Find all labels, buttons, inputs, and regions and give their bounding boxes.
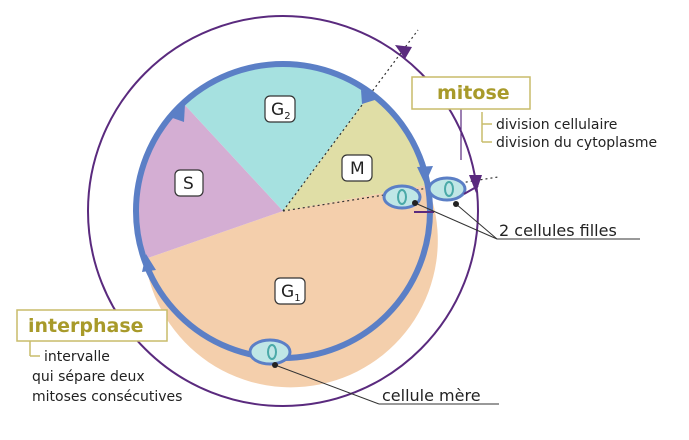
interphase-box: interphase	[16, 309, 168, 357]
cell-icon	[382, 184, 434, 213]
mitose-box: mitose	[411, 76, 531, 160]
phase-label-g1: G1	[274, 277, 306, 305]
outer-cycle-ring	[87, 15, 479, 407]
arrow-head-icon	[361, 90, 378, 104]
arrow-head-icon	[395, 45, 412, 59]
mother-cell-label: cellule mère	[382, 386, 481, 405]
interphase-description: intervalle qui sépare deux mitoses consé…	[32, 349, 182, 405]
svg-text:M: M	[350, 159, 365, 179]
svg-text:mitoses consécutives: mitoses consécutives	[32, 389, 182, 405]
phase-label-g2: G2	[264, 95, 296, 123]
arrow-head-icon	[142, 254, 156, 272]
svg-text:qui sépare deux: qui sépare deux	[32, 369, 145, 385]
svg-text:G2: G2	[271, 100, 291, 122]
nucleus-icon	[397, 189, 407, 205]
daughter-cells-label: 2 cellules filles	[499, 221, 617, 240]
mitose-items: division cellulaire division du cytoplas…	[481, 112, 657, 151]
nucleus-icon	[267, 344, 277, 360]
cell-icon	[248, 338, 292, 366]
svg-text:intervalle: intervalle	[44, 349, 110, 365]
phase-label-m: M	[341, 154, 373, 182]
arrow-head-icon	[167, 104, 185, 122]
cell-icon	[427, 176, 479, 202]
arrow-head-icon	[469, 175, 482, 193]
daughter-cells-leader	[412, 200, 640, 240]
arrow-head-icon	[417, 166, 433, 184]
mitose-item-cell-division: division cellulaire	[496, 117, 617, 133]
phase-sectors	[137, 64, 438, 388]
svg-text:G1: G1	[281, 282, 301, 304]
mitose-title: mitose	[437, 82, 510, 104]
phase-label-s: S	[174, 169, 204, 197]
svg-text:S: S	[183, 174, 194, 194]
sector-s	[137, 104, 283, 259]
nucleus-icon	[444, 181, 454, 197]
interphase-title: interphase	[28, 315, 144, 337]
mother-cell-leader	[272, 362, 499, 405]
sector-m	[283, 93, 427, 211]
mitose-item-cytoplasm-division: division du cytoplasme	[496, 135, 657, 151]
sector-g2	[184, 64, 371, 211]
